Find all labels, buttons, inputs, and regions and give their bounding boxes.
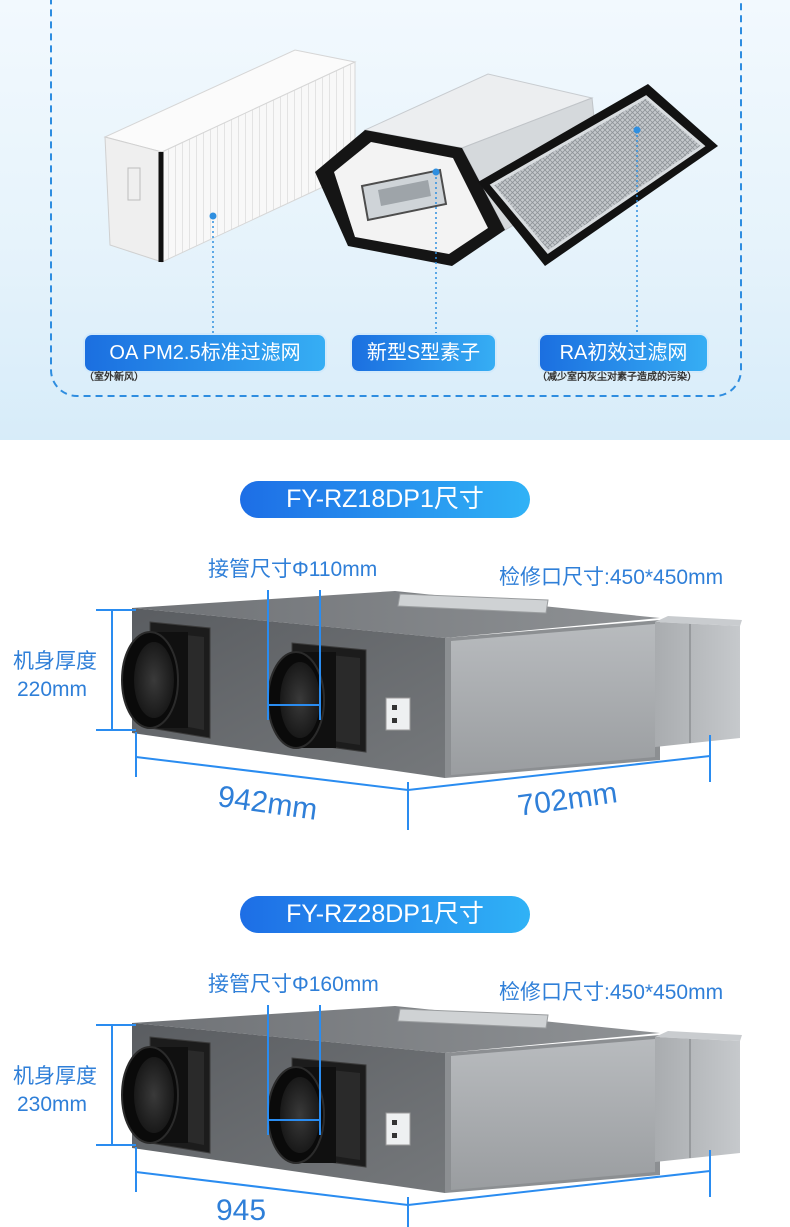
s-core-handle-slot [378, 180, 431, 206]
thickness-label: 机身厚度 [13, 1065, 97, 1088]
duct-top [655, 616, 742, 626]
ra-filter-label: RA初效过滤网 [540, 335, 707, 371]
ra-filter-note: （减少室内灰尘对素子造成的污染） [537, 372, 697, 383]
width-line [407, 1170, 711, 1206]
switch-port-2 [392, 1133, 397, 1138]
oa-leader-dot [209, 212, 217, 220]
ra-filter-mesh [492, 97, 703, 252]
oa-filter-label: OA PM2.5标准过滤网 [85, 335, 325, 371]
length-line [135, 1171, 409, 1206]
s-core-label: 新型S型素子 [352, 335, 495, 371]
length-line [135, 756, 409, 791]
access-panel [451, 1039, 655, 1190]
access-lid-plate [397, 593, 549, 614]
model-title: FY-RZ18DP1尺寸 [240, 481, 530, 518]
ra-filter-panel [478, 84, 718, 266]
pipe-2-inner [280, 662, 320, 738]
switch-box [385, 697, 411, 731]
dashed-frame [50, 0, 742, 397]
switch-box [385, 1112, 411, 1146]
model-title: FY-RZ28DP1尺寸 [240, 896, 530, 933]
pipe-size-label: 接管尺寸Φ160mm [208, 973, 379, 996]
pipe-1-inner [134, 1057, 174, 1133]
model-section-rz28: FY-RZ28DP1尺寸 接管尺寸Φ160mm 检修口尺寸:450*450mm … [0, 855, 790, 1227]
ra-leader-dot [633, 126, 641, 134]
thickness-value: 230mm [17, 1093, 88, 1116]
model-section-rz18: FY-RZ18DP1尺寸 接管尺寸Φ110mm 检修口尺寸:450*450mm … [0, 440, 790, 855]
switch-port-2 [392, 718, 397, 723]
unit-dimension-diagram [96, 590, 742, 830]
access-port-label: 检修口尺寸:450*450mm [499, 981, 724, 1004]
pipe-2-inner [280, 1077, 320, 1153]
ra-filter-inner-rim [489, 95, 706, 255]
switch-port-1 [392, 705, 397, 710]
duct-front [655, 1037, 740, 1162]
duct-front [655, 622, 740, 747]
pipe-size-label: 接管尺寸Φ110mm [208, 558, 378, 581]
unit-top-face [132, 1006, 660, 1053]
unit-dimension-diagram [96, 1005, 742, 1227]
width-line [407, 755, 711, 791]
filters-illustration [50, 0, 742, 397]
access-lid-plate [397, 1008, 549, 1029]
access-panel [451, 624, 655, 775]
oa-filter-note: （室外新风） [84, 372, 144, 383]
thickness-value: 220mm [17, 678, 88, 701]
filters-section: OA PM2.5标准过滤网 （室外新风） 新型S型素子 RA初效过滤网 （减少室… [0, 0, 790, 440]
switch-port-1 [392, 1120, 397, 1125]
oa-filter-tab [127, 167, 141, 201]
thickness-label: 机身厚度 [13, 650, 97, 673]
oa-pm25-filter [103, 49, 357, 263]
s-core-leader-dot [432, 168, 440, 176]
pipe-1-inner [134, 642, 174, 718]
unit-top-face [132, 591, 660, 638]
access-port-label: 检修口尺寸:450*450mm [499, 566, 724, 589]
length-dimension: 945 [216, 1194, 267, 1227]
duct-top [655, 1031, 742, 1041]
